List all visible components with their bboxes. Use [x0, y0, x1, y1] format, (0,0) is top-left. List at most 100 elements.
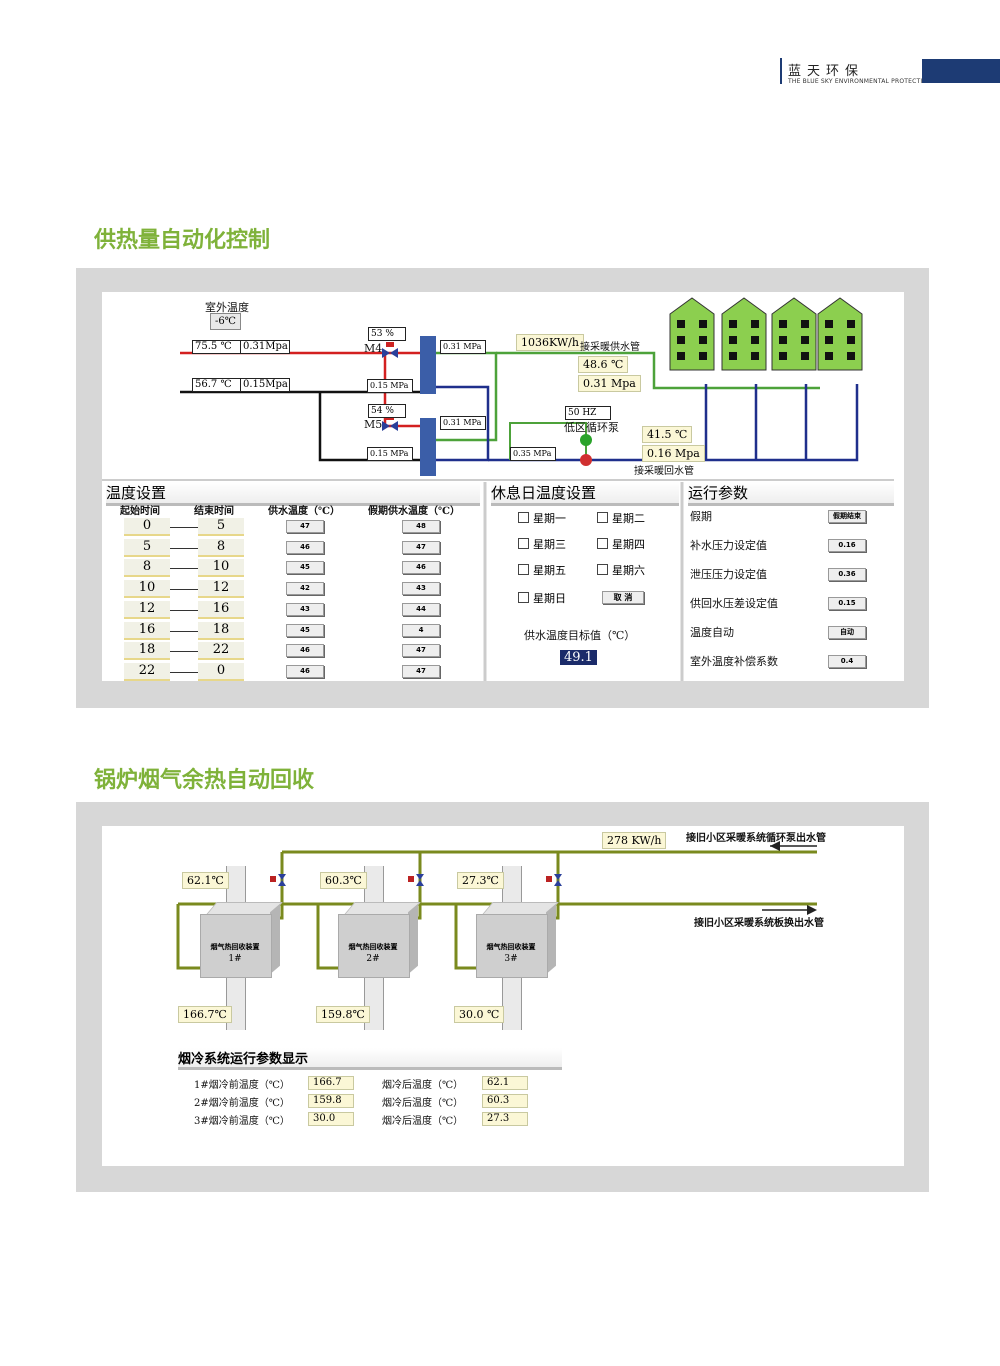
cancel-button[interactable]: 取 消 — [602, 591, 644, 604]
run-param-value[interactable]: 自动 — [828, 626, 866, 639]
holiday-temp-input[interactable]: 47 — [402, 664, 440, 678]
end-time-input[interactable]: 16 — [198, 600, 244, 619]
start-time-input[interactable]: 22 — [124, 662, 170, 681]
return-press: 0.15Mpa — [240, 378, 290, 392]
supply-temp-input[interactable]: 46 — [286, 644, 324, 658]
hx2-out-press: 0.31 MPa — [440, 416, 486, 430]
heat-output: 1036KW/h — [516, 334, 584, 351]
run-param-value[interactable]: 假期结束 — [828, 510, 866, 523]
start-time-input[interactable]: 5 — [124, 538, 170, 557]
pipe-top-label: 接旧小区采暖系统循环泵出水管 — [686, 833, 826, 844]
end-time-input[interactable]: 0 — [198, 662, 244, 681]
scada-heating-diagram — [102, 297, 894, 681]
time-range-dash — [170, 568, 198, 570]
pump-frequency: 50 HZ — [565, 406, 611, 420]
start-time-input[interactable]: 16 — [124, 621, 170, 640]
start-time-input[interactable]: 18 — [124, 642, 170, 661]
section-title-heating: 供热量自动化控制 — [94, 228, 271, 253]
pump-press: 0.35 MPa — [510, 447, 556, 461]
supply-temp-input[interactable]: 47 — [286, 520, 324, 533]
run-param-value[interactable]: 0.4 — [828, 655, 866, 668]
time-range-dash — [170, 630, 198, 632]
unit-3-out-temp: 27.3℃ — [457, 872, 504, 889]
checkbox-sun[interactable]: 星期日 — [518, 590, 566, 606]
run-param-value[interactable]: 0.16 — [828, 539, 866, 552]
m4-opening: 53 % — [368, 327, 406, 341]
return-in-press: 0.16 Mpa — [642, 445, 705, 462]
supply-temp-input[interactable]: 45 — [286, 561, 324, 575]
hx1-out-press: 0.31 MPa — [440, 340, 486, 354]
flue-after-value: 62.1 — [482, 1076, 528, 1090]
checkbox-tue[interactable]: 星期二 — [597, 510, 645, 526]
checkbox-mon[interactable]: 星期一 — [518, 510, 566, 526]
time-range-dash — [170, 651, 198, 653]
brand-divider — [780, 58, 782, 84]
supply-temp-input[interactable]: 42 — [286, 582, 324, 596]
end-time-input[interactable]: 12 — [198, 580, 244, 599]
target-temp-value[interactable]: 49.1 — [560, 650, 597, 665]
hx1-in-press: 0.15 MPa — [367, 379, 413, 393]
supply-temp-input[interactable]: 46 — [286, 664, 324, 678]
end-time-input[interactable]: 5 — [198, 518, 244, 536]
start-time-input[interactable]: 0 — [124, 518, 170, 536]
checkbox-sat[interactable]: 星期六 — [597, 562, 645, 578]
run-param-value[interactable]: 0.15 — [828, 597, 866, 610]
start-time-input[interactable]: 12 — [124, 600, 170, 619]
checkbox-wed[interactable]: 星期三 — [518, 536, 566, 552]
flue-before-label: 2#烟冷前温度（℃） — [194, 1098, 290, 1109]
end-time-input[interactable]: 18 — [198, 621, 244, 640]
holiday-temp-input[interactable]: 43 — [402, 582, 440, 596]
flue-before-label: 1#烟冷前温度（℃） — [194, 1080, 290, 1091]
pump-label: 低区循环泵 — [564, 421, 619, 434]
checkbox-fri[interactable]: 星期五 — [518, 562, 566, 578]
time-range-dash — [170, 589, 198, 591]
flue-after-value: 27.3 — [482, 1112, 528, 1126]
run-param-label: 供回水压差设定值 — [690, 597, 778, 610]
run-param-label: 室外温度补偿系数 — [690, 655, 778, 668]
checkbox-thu[interactable]: 星期四 — [597, 536, 645, 552]
end-time-input[interactable]: 8 — [198, 538, 244, 557]
flue-params-title: 烟冷系统运行参数显示 — [178, 1048, 562, 1070]
holiday-temp-input[interactable]: 47 — [402, 644, 440, 658]
supply-temp-input[interactable]: 45 — [286, 623, 324, 637]
end-time-input[interactable]: 10 — [198, 559, 244, 578]
holiday-temp-input[interactable]: 47 — [402, 540, 440, 554]
holiday-temp-input[interactable]: 44 — [402, 602, 440, 616]
start-time-input[interactable]: 8 — [124, 559, 170, 578]
rest-day-title: 休息日温度设置 — [491, 482, 679, 506]
start-time-input[interactable]: 10 — [124, 580, 170, 599]
col-start-time: 起始时间 — [120, 506, 160, 517]
brand-color-block — [922, 59, 1000, 83]
run-param-value[interactable]: 0.36 — [828, 568, 866, 581]
flue-before-label: 3#烟冷前温度（℃） — [194, 1116, 290, 1127]
m5-opening: 54 % — [368, 404, 406, 418]
hx2-in-press: 0.15 MPa — [367, 447, 413, 461]
temp-settings-title: 温度设置 — [106, 482, 480, 506]
holiday-temp-input[interactable]: 46 — [402, 561, 440, 575]
holiday-temp-input[interactable]: 4 — [402, 623, 440, 637]
supply-press: 0.31Mpa — [240, 340, 290, 354]
run-param-label: 泄压压力设定值 — [690, 568, 767, 581]
target-temp-label: 供水温度目标值（℃） — [524, 629, 636, 642]
unit-2-out-temp: 60.3℃ — [320, 872, 367, 889]
return-in-temp: 41.5 ℃ — [642, 426, 693, 443]
m4-label: M4 — [364, 342, 383, 355]
unit-1-in-temp: 166.7℃ — [178, 1006, 232, 1023]
run-param-label: 假期 — [690, 510, 712, 523]
brand-name: 蓝天环保 — [788, 64, 865, 79]
flue-before-value: 166.7 — [308, 1076, 354, 1090]
return-temp: 56.7 ℃ — [192, 378, 242, 392]
supply-out-press: 0.31 Mpa — [578, 375, 641, 392]
return-pipe-label: 接采暖回水管 — [634, 466, 694, 477]
supply-temp-input[interactable]: 43 — [286, 602, 324, 616]
time-range-dash — [170, 547, 198, 549]
end-time-input[interactable]: 22 — [198, 642, 244, 661]
holiday-temp-input[interactable]: 48 — [402, 520, 440, 533]
run-param-label: 补水压力设定值 — [690, 539, 767, 552]
supply-temp-input[interactable]: 46 — [286, 540, 324, 554]
recovered-heat: 278 KW/h — [602, 832, 667, 849]
unit-3-in-temp: 30.0 ℃ — [454, 1006, 505, 1023]
flue-before-value: 159.8 — [308, 1094, 354, 1108]
m5-label: M5 — [364, 418, 383, 431]
